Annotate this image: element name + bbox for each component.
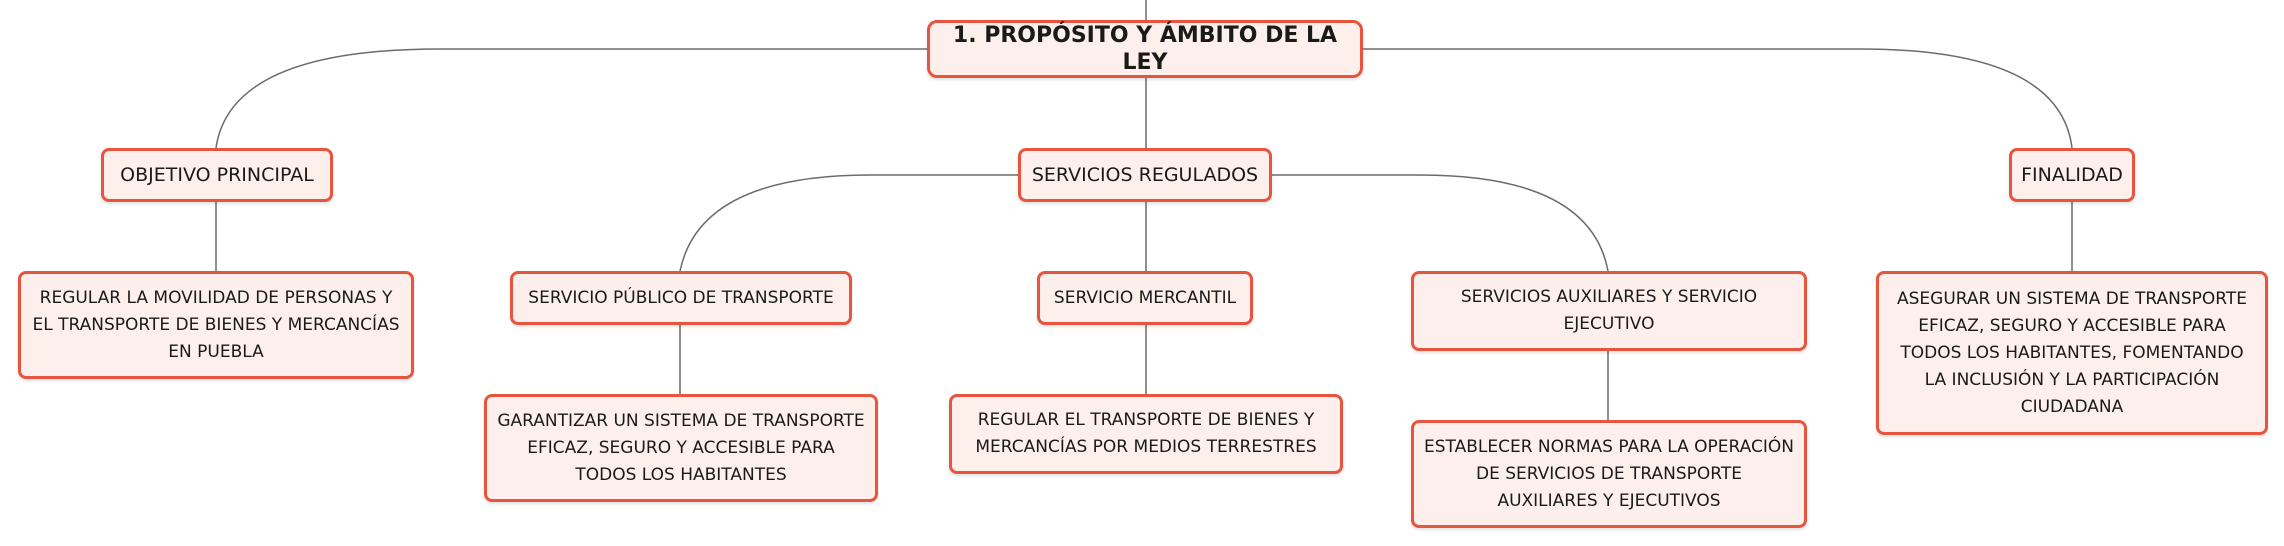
root-topic[interactable]: 1. PROPÓSITO Y ÁMBITO DE LA LEY (927, 20, 1363, 78)
detail-servicio-publico[interactable]: GARANTIZAR UN SISTEMA DE TRANSPORTE EFIC… (484, 394, 878, 502)
branch-finalidad[interactable]: FINALIDAD (2009, 148, 2135, 202)
subtopic-servicio-publico[interactable]: SERVICIO PÚBLICO DE TRANSPORTE (510, 271, 852, 325)
connector-root-objetivo (215, 48, 927, 149)
connector-servicios-auxiliares (1270, 174, 1609, 272)
subtopic-servicio-mercantil[interactable]: SERVICIO MERCANTIL (1037, 271, 1253, 325)
branch-servicios-regulados[interactable]: SERVICIOS REGULADOS (1018, 148, 1272, 202)
detail-servicios-auxiliares[interactable]: ESTABLECER NORMAS PARA LA OPERACIÓN DE S… (1411, 420, 1807, 528)
detail-objetivo-principal[interactable]: REGULAR LA MOVILIDAD DE PERSONAS Y EL TR… (18, 271, 414, 379)
branch-objetivo-principal[interactable]: OBJETIVO PRINCIPAL (101, 148, 333, 202)
subtopic-servicios-auxiliares[interactable]: SERVICIOS AUXILIARES Y SERVICIO EJECUTIV… (1411, 271, 1807, 351)
connector-root-finalidad (1360, 48, 2073, 149)
connector-servicios-publico (679, 174, 1018, 272)
detail-servicio-mercantil[interactable]: REGULAR EL TRANSPORTE DE BIENES Y MERCAN… (949, 394, 1343, 474)
detail-finalidad[interactable]: ASEGURAR UN SISTEMA DE TRANSPORTE EFICAZ… (1876, 271, 2268, 435)
